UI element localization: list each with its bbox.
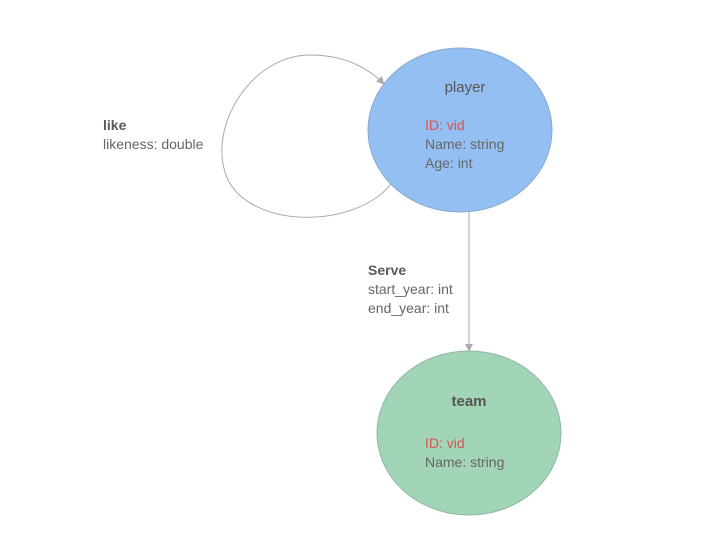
player-node[interactable] bbox=[367, 47, 553, 213]
team-title: team bbox=[451, 393, 487, 410]
player-id-prop: ID: vid bbox=[425, 117, 465, 133]
like-edge-prop: likeness: double bbox=[103, 136, 204, 152]
team-id-prop: ID: vid bbox=[425, 435, 465, 451]
serve-edge-name: Serve bbox=[368, 262, 407, 278]
serve-edge-prop-end: end_year: int bbox=[368, 300, 449, 316]
player-title: player bbox=[444, 79, 486, 96]
like-edge bbox=[221, 54, 396, 218]
like-edge-name: like bbox=[103, 117, 127, 133]
team-node[interactable] bbox=[376, 350, 562, 516]
player-prop-name: Name: string bbox=[425, 136, 505, 152]
player-prop-age: Age: int bbox=[425, 155, 473, 171]
team-prop-name: Name: string bbox=[425, 454, 505, 470]
serve-edge-prop-start: start_year: int bbox=[368, 281, 453, 297]
